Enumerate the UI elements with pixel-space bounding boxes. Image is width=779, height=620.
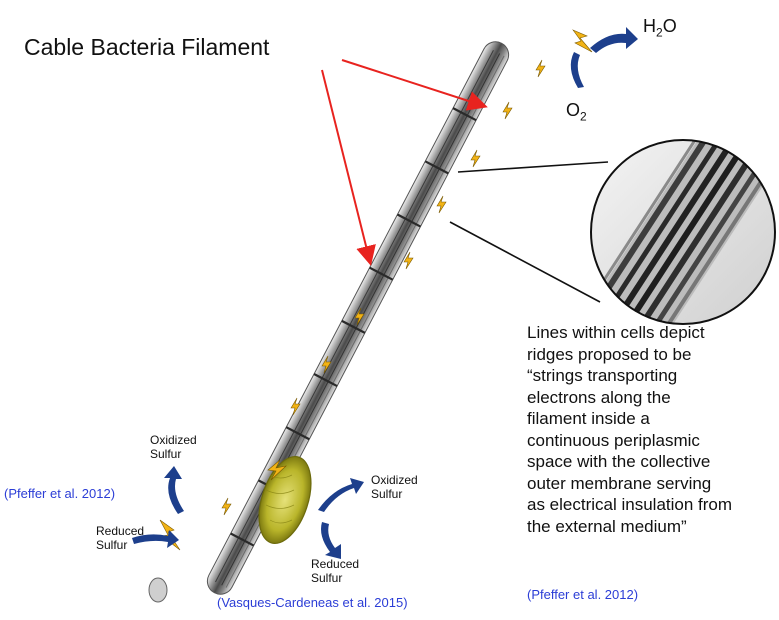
diagram-title: Cable Bacteria Filament (24, 34, 270, 60)
curved-arrow-icon (321, 522, 341, 559)
partner-cell (258, 456, 312, 544)
zoom-connector-bottom (449, 221, 601, 303)
curved-arrow-icon (570, 52, 584, 88)
citation-bottom: (Vasques-Cardeneas et al. 2015) (217, 595, 408, 610)
oxygen-label: O2 (566, 100, 587, 124)
curved-arrow-icon (590, 27, 638, 53)
lightning-icon (572, 29, 593, 53)
left-oxidized-sulfur-label: Oxidized Sulfur (150, 433, 197, 461)
lightning-icon (535, 59, 546, 78)
reaction-arrows (132, 27, 638, 559)
zoom-connector-top (457, 161, 609, 173)
description-text: Lines within cells depict ridges propose… (527, 323, 733, 536)
red-arrow (321, 69, 376, 266)
lightning-icon (436, 195, 447, 214)
lightning-icon (221, 497, 232, 516)
curved-arrow-icon (132, 530, 179, 548)
center-oxidized-sulfur-label: Oxidized Sulfur (371, 473, 418, 501)
curved-arrow-icon (318, 478, 364, 512)
lightning-icon (403, 251, 414, 270)
water-label: H2O (643, 16, 677, 40)
lightning-icon (267, 459, 287, 481)
lightning-icon (502, 101, 513, 120)
lightning-icon (354, 307, 365, 326)
citation-left: (Pfeffer et al. 2012) (4, 486, 116, 501)
lightning-icon (470, 149, 481, 168)
title-pointer-arrows (321, 59, 488, 266)
citation-right: (Pfeffer et al. 2012) (527, 587, 639, 602)
lightning-icon (290, 397, 301, 416)
filament-tip (148, 577, 168, 603)
lightning-icon (321, 355, 332, 374)
center-reduced-sulfur-label: Reduced Sulfur (311, 557, 360, 585)
electron-lightning-icons (221, 29, 593, 516)
left-reduced-sulfur-label: Reduced Sulfur (96, 524, 145, 552)
red-arrow (341, 59, 488, 111)
curved-arrow-icon (164, 466, 184, 514)
